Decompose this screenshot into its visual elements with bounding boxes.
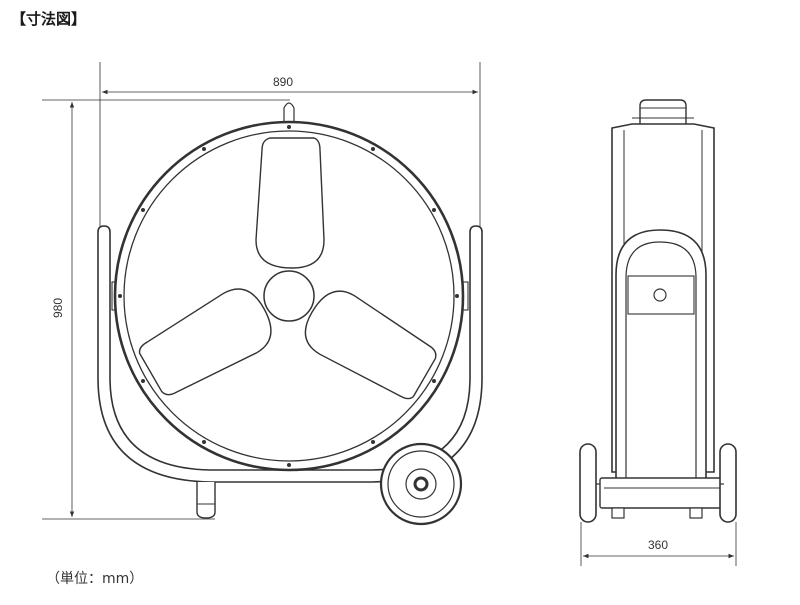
wheel-rim [387,450,455,518]
width-label: 890 [273,75,293,89]
side-handle-frame [615,229,707,480]
side-view [579,99,737,523]
side-foot-right [689,507,703,519]
blade-left [138,288,272,396]
unit-note: （単位：mm） [46,571,144,587]
blade-right [304,290,437,400]
wheel [379,442,463,526]
blade-top [255,137,325,269]
side-wheel-left [579,443,597,523]
motor-cap [639,99,687,124]
wheel-axle [413,476,429,492]
foot [196,482,216,519]
depth-label: 360 [648,538,668,552]
depth-dimension: 360 [580,522,737,566]
ring-bolts [118,125,459,467]
height-dimension: 980 [42,99,290,520]
top-knob [283,102,295,124]
side-handle-inner [625,241,697,480]
width-dimension: 890 [99,62,481,230]
hub [263,270,315,322]
height-label: 980 [51,298,65,318]
control-box [627,275,695,315]
front-view [97,102,483,526]
control-knob [653,288,667,302]
wheel-hub [405,468,437,500]
side-foot-left [611,507,625,519]
side-base [599,477,725,509]
side-wheel-right [719,443,737,523]
diagram-title: 【寸法図】 [11,10,87,28]
inner-ring [123,130,455,462]
